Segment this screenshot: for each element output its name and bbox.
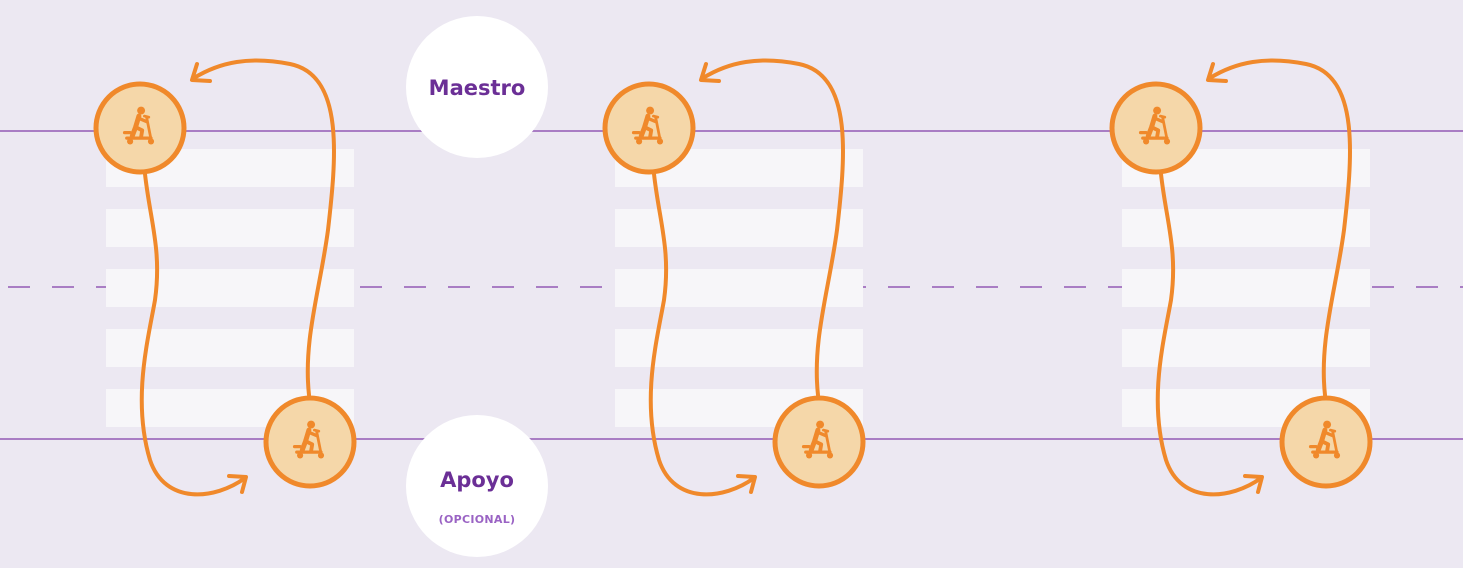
rider-bottom	[1279, 395, 1373, 489]
route-path-down	[139, 172, 247, 497]
crossing-2	[602, 58, 866, 497]
apoyo-optional-label: (OPCIONAL)	[439, 513, 516, 526]
rider-bottom	[263, 395, 357, 489]
curved-arrow-icon	[1206, 62, 1228, 83]
crosswalk-stripe	[615, 209, 863, 247]
crosswalk-stripe	[1122, 269, 1370, 307]
apoyo-badge: Apoyo (OPCIONAL)	[406, 415, 548, 557]
curved-arrow-icon	[227, 474, 248, 494]
crossing-3	[1109, 58, 1373, 497]
maestro-label: Maestro	[429, 76, 526, 100]
route-path-down	[648, 172, 756, 497]
crossings	[93, 58, 1373, 497]
rider-top	[1109, 81, 1203, 175]
curved-arrow-icon	[736, 474, 757, 494]
crosswalk-stripe	[615, 269, 863, 307]
curved-arrow-icon	[1243, 474, 1264, 494]
crosswalk-stripe	[106, 209, 354, 247]
rider-top	[602, 81, 696, 175]
rider-bottom	[772, 395, 866, 489]
maestro-badge: Maestro	[406, 16, 548, 158]
crossing-1	[93, 58, 357, 497]
rider-top	[93, 81, 187, 175]
curved-arrow-icon	[190, 62, 212, 83]
crosswalk-stripe	[1122, 209, 1370, 247]
crosswalk-stripe	[106, 269, 354, 307]
route-path-up	[1208, 58, 1352, 397]
route-path-up	[701, 58, 845, 397]
route-path-up	[192, 58, 336, 397]
route-path-down	[1155, 172, 1263, 497]
curved-arrow-icon	[699, 62, 721, 83]
apoyo-label: Apoyo	[440, 468, 514, 492]
